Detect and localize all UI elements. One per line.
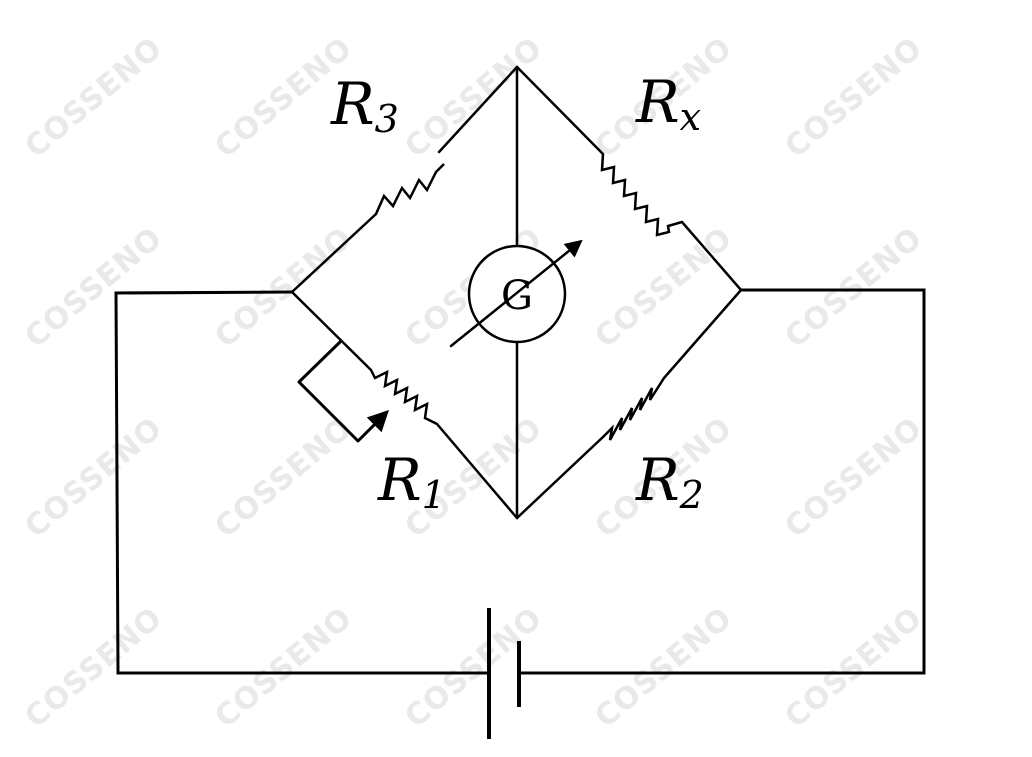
- svg-text:R3: R3: [330, 70, 399, 141]
- label-rx: Rx: [635, 68, 701, 139]
- label-r1-sub: 1: [422, 473, 446, 517]
- resistor-rx: [600, 153, 683, 237]
- label-r3-letter: R: [330, 70, 375, 138]
- watermark-logo: COSSENO: [398, 30, 549, 164]
- watermark-logo: COSSENO: [18, 410, 169, 544]
- watermark-logo: COSSENO: [18, 30, 169, 164]
- label-r1: R1: [377, 446, 446, 517]
- label-r2-letter: R: [635, 446, 680, 514]
- label-r3: R3: [330, 70, 399, 141]
- variable-resistor-arrow: [297, 340, 389, 443]
- watermark-logo: COSSENO: [588, 220, 739, 354]
- label-r2-sub: 2: [679, 473, 704, 517]
- watermark-logo: COSSENO: [208, 410, 359, 544]
- svg-text:Rx: Rx: [635, 68, 701, 139]
- watermark-logo: COSSENO: [208, 600, 359, 734]
- watermark-logo: COSSENO: [778, 220, 929, 354]
- label-rx-sub: x: [680, 95, 701, 139]
- label-r1-letter: R: [377, 446, 422, 514]
- watermark-logo: COSSENO: [18, 600, 169, 734]
- label-r3-sub: 3: [375, 97, 399, 141]
- watermark-logo: COSSENO: [588, 600, 739, 734]
- resistor-r1: [369, 369, 438, 426]
- label-rx-letter: R: [635, 68, 680, 136]
- label-r2: R2: [635, 446, 704, 517]
- galvanometer-label: G: [501, 273, 533, 319]
- resistor-r3: [374, 163, 445, 215]
- watermark-logo: COSSENO: [778, 410, 929, 544]
- watermark-logo: COSSENO: [398, 600, 549, 734]
- outer-wiring: [114, 288, 926, 675]
- watermark-layer: COSSENO COSSENO COSSENO COSSENO COSSENO COSSE…: [18, 30, 929, 734]
- svg-text:R2: R2: [635, 446, 704, 517]
- resistor-r2: [602, 377, 666, 441]
- battery-symbol: [487, 608, 521, 739]
- watermark-logo: COSSENO: [778, 600, 929, 734]
- watermark-logo: COSSENO: [18, 220, 169, 354]
- watermark-logo: COSSENO: [778, 30, 929, 164]
- galvanometer: G: [449, 239, 583, 348]
- svg-text:R1: R1: [377, 446, 446, 517]
- bridge-branches: [290, 65, 743, 520]
